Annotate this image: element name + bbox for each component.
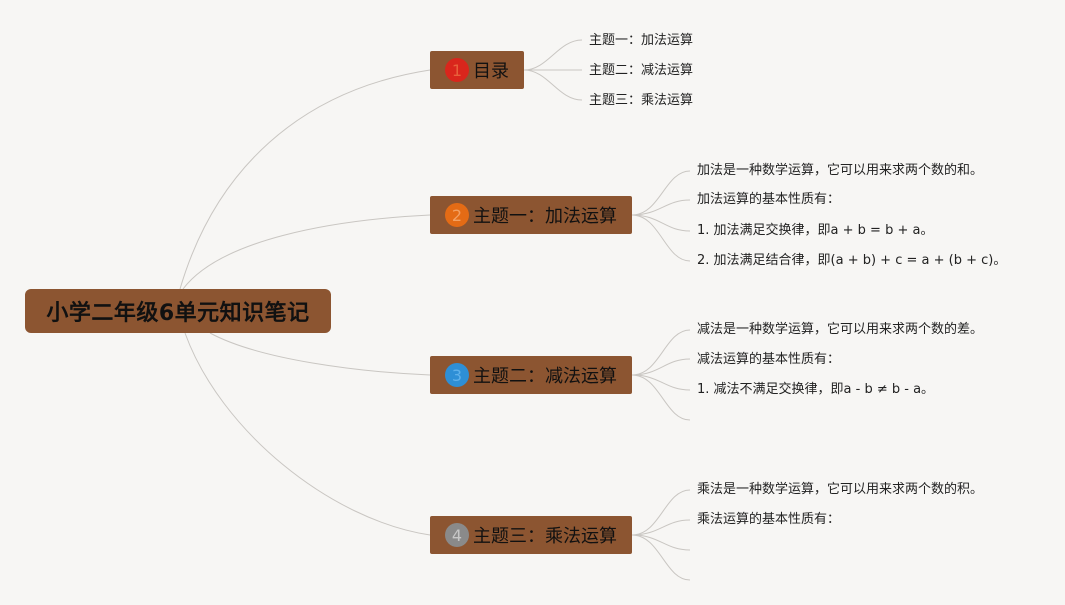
- connector-branch-2-leaf-3: [631, 214, 691, 232]
- leaf-node[interactable]: 2. 加法满足结合律，即(a + b) + c = a + (b + c)。: [697, 253, 1007, 268]
- leaf-node[interactable]: 减法是一种数学运算，它可以用来求两个数的差。: [697, 322, 984, 337]
- connector-branch-4-leaf-3: [631, 534, 691, 551]
- root-title: 小学二年级6单元知识笔记: [46, 301, 310, 326]
- connector-branch-4-leaf-2: [631, 519, 691, 536]
- connector-branch-4-leaf-4: [631, 534, 691, 581]
- branch-node-subtraction[interactable]: 3 主题二：减法运算: [430, 356, 632, 394]
- branch-node-table-of-contents[interactable]: 1 目录: [430, 51, 524, 89]
- branch-label: 主题二：减法运算: [473, 366, 617, 387]
- number-badge-4: 4: [445, 523, 469, 547]
- connector-branch-3-leaf-3: [631, 374, 691, 391]
- leaf-node[interactable]: 乘法是一种数学运算，它可以用来求两个数的积。: [697, 482, 984, 497]
- leaf-node[interactable]: 主题三：乘法运算: [589, 93, 694, 108]
- leaf-node[interactable]: 加法运算的基本性质有：: [697, 192, 841, 207]
- connector-branch-1-leaf-3: [523, 69, 583, 101]
- leaf-node[interactable]: 1. 减法不满足交换律，即a - b ≠ b - a。: [697, 382, 935, 397]
- branch-label: 主题一：加法运算: [473, 206, 617, 227]
- branch-label: 目录: [473, 61, 509, 82]
- connector-branch-1-leaf-1: [523, 39, 583, 71]
- leaf-node[interactable]: 主题二：减法运算: [589, 63, 694, 78]
- connector-branch-2-leaf-1: [631, 170, 691, 216]
- leaf-node[interactable]: 主题一：加法运算: [589, 33, 694, 48]
- leaf-node[interactable]: 减法运算的基本性质有：: [697, 352, 841, 367]
- connector-branch-3-leaf-4: [631, 374, 691, 421]
- leaf-node[interactable]: 乘法运算的基本性质有：: [697, 512, 841, 527]
- number-badge-1: 1: [445, 58, 469, 82]
- leaf-node[interactable]: 1. 加法满足交换律，即a + b = b + a。: [697, 223, 934, 238]
- connector-root-branch-1: [179, 69, 431, 290]
- leaf-node[interactable]: 加法是一种数学运算，它可以用来求两个数的和。: [697, 163, 984, 178]
- connector-root-branch-3: [209, 332, 431, 376]
- connector-branch-2-leaf-2: [631, 199, 691, 216]
- connector-branch-3-leaf-1: [631, 329, 691, 376]
- connector-root-branch-2: [182, 214, 431, 290]
- branch-node-multiplication[interactable]: 4 主题三：乘法运算: [430, 516, 632, 554]
- connector-branch-2-leaf-4: [631, 214, 691, 262]
- number-badge-2: 2: [445, 203, 469, 227]
- number-badge-3: 3: [445, 363, 469, 387]
- branch-label: 主题三：乘法运算: [473, 526, 617, 547]
- connector-root-branch-4: [184, 332, 431, 536]
- connector-branch-4-leaf-1: [631, 489, 691, 536]
- connector-branch-3-leaf-2: [631, 358, 691, 376]
- root-node[interactable]: 小学二年级6单元知识笔记: [25, 289, 331, 333]
- branch-node-addition[interactable]: 2 主题一：加法运算: [430, 196, 632, 234]
